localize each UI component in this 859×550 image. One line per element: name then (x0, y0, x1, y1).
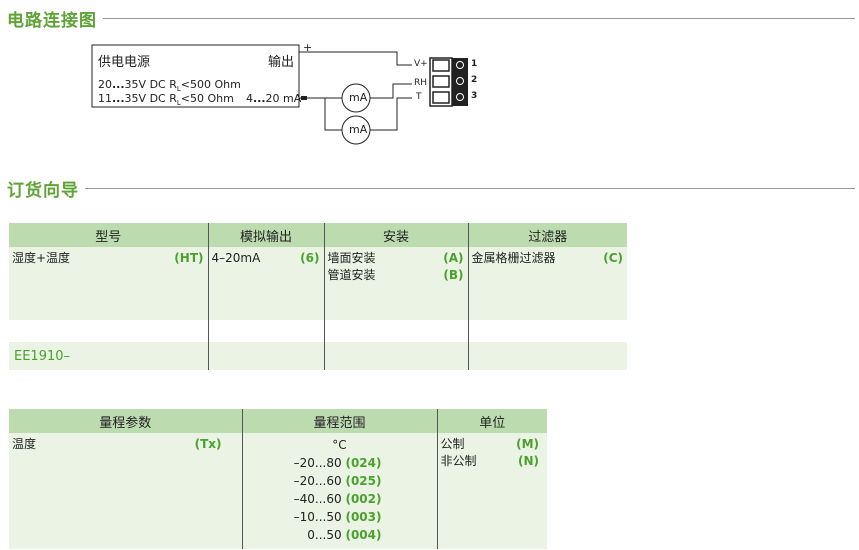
table-row: 温度 (Tx) °C –20...80 (024) –20...60 (025) … (9, 433, 547, 549)
model-cell: 湿度+温度 (HT) (9, 247, 209, 320)
range-table: 量程参数 量程范围 单位 温度 (Tx) °C –20...80 (024) –2… (9, 409, 547, 549)
circuit-section-title: 电路连接图 (7, 11, 97, 31)
meter-label-1: mA (349, 91, 368, 104)
screw-2 (456, 77, 464, 85)
mount-cell: 墙面安装 (A) 管道安装 (B) (324, 247, 469, 320)
terminal-slot-1 (432, 59, 450, 72)
order-section-title: 订货向导 (7, 181, 79, 201)
spec-line-1: 20...35V DC RL<500 Ohm (98, 78, 241, 94)
circuit-section-header: 电路连接图 (7, 6, 855, 31)
table-row: EE1910– (9, 342, 627, 370)
terminal-screw-strip (452, 58, 468, 106)
mount-code-2: (B) (443, 268, 464, 282)
header-range-param: 量程参数 (9, 409, 243, 433)
terminal-number-1: 1 (471, 59, 478, 69)
terminal-slot-2 (432, 75, 450, 88)
order-section-header: 订货向导 (7, 176, 855, 201)
terminal-label-vplus: V+ (414, 59, 428, 69)
wire-t (370, 97, 412, 131)
spec-line-2: 11...35V DC RL<50 Ohm (98, 92, 234, 108)
filter-code: (C) (603, 251, 623, 265)
model-name: 湿度+温度 (12, 251, 71, 265)
wire-plus (299, 51, 412, 66)
list-item: –10...50 (003) (293, 510, 382, 524)
order-table: 型号 模拟输出 安装 过滤器 湿度+温度 (HT) 4–20mA (6) 墙面安装 (… (9, 223, 627, 370)
mount-code-1: (A) (443, 251, 464, 265)
terminal-number-2: 2 (471, 75, 478, 85)
mount-name-2: 管道安装 (327, 268, 376, 282)
unit-cell: 公制 (M) 非公制 (N) (437, 433, 547, 549)
circuit-diagram: 供电电源 输出 20...35V DC RL<500 Ohm 11...35V … (90, 40, 490, 150)
order-code-cell: EE1910– (9, 342, 209, 370)
header-unit: 单位 (437, 409, 547, 433)
table-row: 湿度+温度 (HT) 4–20mA (6) 墙面安装 (A) 管道安装 (B) 金属格栅… (9, 247, 627, 320)
screw-3 (456, 93, 464, 101)
terminal-number-3: 3 (471, 91, 478, 101)
header-analog-output: 模拟输出 (208, 223, 325, 247)
minus-terminal-dot (301, 96, 307, 100)
unit-name-2: 非公制 (440, 454, 477, 468)
output-name: 4–20mA (211, 251, 261, 265)
output-range: 4...20 mA (246, 92, 302, 105)
filter-cell: 金属格栅过滤器 (C) (468, 247, 627, 320)
output-code: (6) (300, 251, 320, 265)
meter-label-2: mA (349, 123, 368, 136)
range-list: –20...80 (024) –20...60 (025) –40...60 (… (243, 454, 437, 544)
filter-name: 金属格栅过滤器 (471, 251, 556, 265)
order-code: EE1910– (14, 348, 71, 364)
unit-name-1: 公制 (440, 437, 465, 451)
header-mounting: 安装 (324, 223, 469, 247)
header-range: 量程范围 (242, 409, 438, 433)
range-cell: °C –20...80 (024) –20...60 (025) –40...6… (242, 433, 438, 549)
list-item: –20...60 (025) (293, 474, 382, 488)
plus-sign: + (303, 41, 313, 54)
output-cell: 4–20mA (6) (208, 247, 325, 320)
section-divider (103, 18, 855, 19)
mount-name-1: 墙面安装 (327, 251, 376, 265)
output-label: 输出 (268, 55, 295, 70)
table-row (9, 320, 627, 342)
param-code: (Tx) (194, 437, 222, 451)
unit-code-2: (N) (517, 454, 539, 468)
terminal-label-t: T (416, 92, 422, 102)
param-name: 温度 (12, 437, 37, 451)
wire-branch (324, 98, 342, 131)
terminal-label-rh: RH (414, 78, 428, 88)
param-cell: 温度 (Tx) (9, 433, 243, 549)
terminal-slot-3 (432, 91, 450, 104)
screw-1 (456, 61, 464, 69)
supply-label: 供电电源 (98, 55, 151, 70)
header-model: 型号 (9, 223, 209, 247)
list-item: –20...80 (024) (293, 456, 382, 470)
unit-code-1: (M) (516, 437, 539, 451)
list-item: 0...50 (004) (307, 528, 382, 542)
supply-box (91, 44, 300, 108)
list-item: –40...60 (002) (293, 492, 382, 506)
circuit-wiring (91, 44, 468, 145)
range-unit: °C (332, 438, 347, 452)
section-divider (85, 188, 855, 189)
header-filter: 过滤器 (468, 223, 627, 247)
wire-rh (370, 83, 412, 99)
model-code: (HT) (174, 251, 204, 265)
